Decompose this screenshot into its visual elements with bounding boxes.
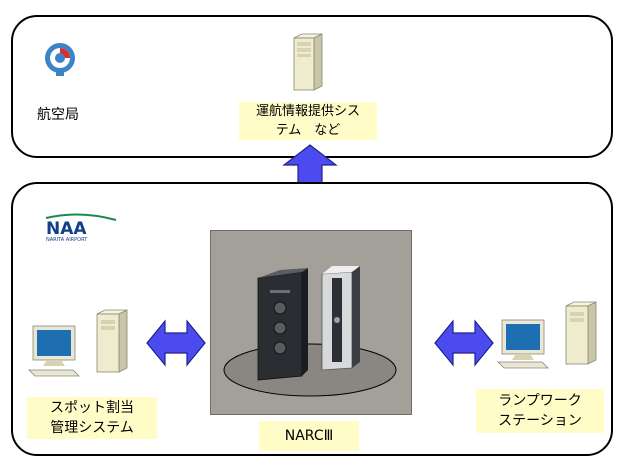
- ramp-work-station-label: ランプワーク ステーション: [476, 389, 604, 433]
- flight-info-system-label: 運航情報提供シス テム など: [239, 102, 377, 140]
- naa-logo-text: NAA: [46, 219, 87, 239]
- narc-label: NARCⅢ: [259, 421, 359, 451]
- spot-allocation-line2: 管理システム: [50, 420, 134, 436]
- spot-allocation-line1: スポット割当: [50, 400, 134, 416]
- server-icon: [293, 33, 323, 91]
- naa-logo: NAA NARITA AIRPORT: [45, 213, 117, 243]
- ramp-work-station-line2: ステーション: [498, 413, 582, 429]
- left-horizontal-double-arrow: [146, 319, 206, 367]
- ramp-work-station-line1: ランプワーク: [498, 393, 582, 409]
- naa-logo-subtext: NARITA AIRPORT: [46, 237, 88, 243]
- workstation-icon: [497, 301, 597, 369]
- narc-server-illustration: [223, 266, 397, 397]
- spot-allocation-label: スポット割当 管理システム: [27, 397, 157, 439]
- civil-aviation-bureau-logo: [45, 43, 75, 76]
- flight-info-system-line2: テム など: [275, 123, 341, 138]
- civil-aviation-bureau-label: 航空局: [37, 107, 79, 123]
- flight-info-system-line1: 運航情報提供シス: [255, 104, 360, 119]
- workstation-icon: [28, 309, 128, 377]
- right-horizontal-double-arrow: [434, 319, 494, 367]
